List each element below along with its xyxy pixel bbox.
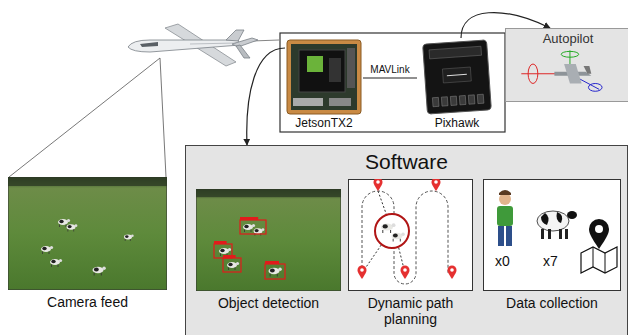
software-panel: SoftwareObject detectionDynamic path pla… bbox=[185, 145, 628, 335]
node-text: Data collection bbox=[471, 295, 628, 311]
pixhawk-svg bbox=[417, 38, 497, 116]
node-text: x0 bbox=[495, 253, 510, 269]
plane-illustration bbox=[128, 24, 258, 66]
node-label: Camera feed bbox=[0, 294, 179, 310]
path-illustration bbox=[348, 179, 473, 291]
pixhawk-illustration bbox=[417, 38, 497, 116]
detect-illustration bbox=[196, 189, 341, 291]
node-label: Object detection bbox=[184, 295, 353, 311]
camera-view-line bbox=[9, 58, 160, 177]
pixhawk-board: Pixhawk bbox=[417, 38, 497, 131]
hardware-box bbox=[280, 33, 505, 132]
camera-feed-image: Camera feed bbox=[8, 177, 167, 290]
connector-arrow bbox=[247, 48, 285, 145]
node-label: Pixhawk bbox=[411, 117, 503, 131]
camera-svg bbox=[8, 177, 167, 290]
path-svg bbox=[348, 179, 473, 291]
path-planning-panel: Dynamic path planning bbox=[348, 179, 473, 291]
camera-view-line bbox=[160, 58, 166, 177]
jetson-illustration bbox=[285, 38, 363, 116]
collect-illustration bbox=[483, 179, 621, 291]
collect-svg bbox=[483, 179, 621, 291]
camera-illustration bbox=[8, 177, 167, 290]
node-label: JetsonTX2 bbox=[279, 117, 369, 131]
jetson-svg bbox=[285, 38, 363, 116]
node-text: x7 bbox=[543, 253, 558, 269]
data-collection-panel: x0x7Data collection bbox=[483, 179, 621, 291]
node-label: Software bbox=[186, 150, 627, 174]
node-label: Dynamic path planning bbox=[348, 295, 473, 327]
object-detection-image: Object detection bbox=[196, 189, 341, 291]
autopilot-box: Autopilot bbox=[505, 28, 628, 102]
jetson-board: JetsonTX2 bbox=[285, 38, 363, 131]
connector-label: MAVLink bbox=[370, 64, 409, 75]
node-label: Autopilot bbox=[506, 32, 628, 47]
connector-arrow bbox=[363, 77, 417, 78]
detect-svg bbox=[196, 189, 341, 291]
